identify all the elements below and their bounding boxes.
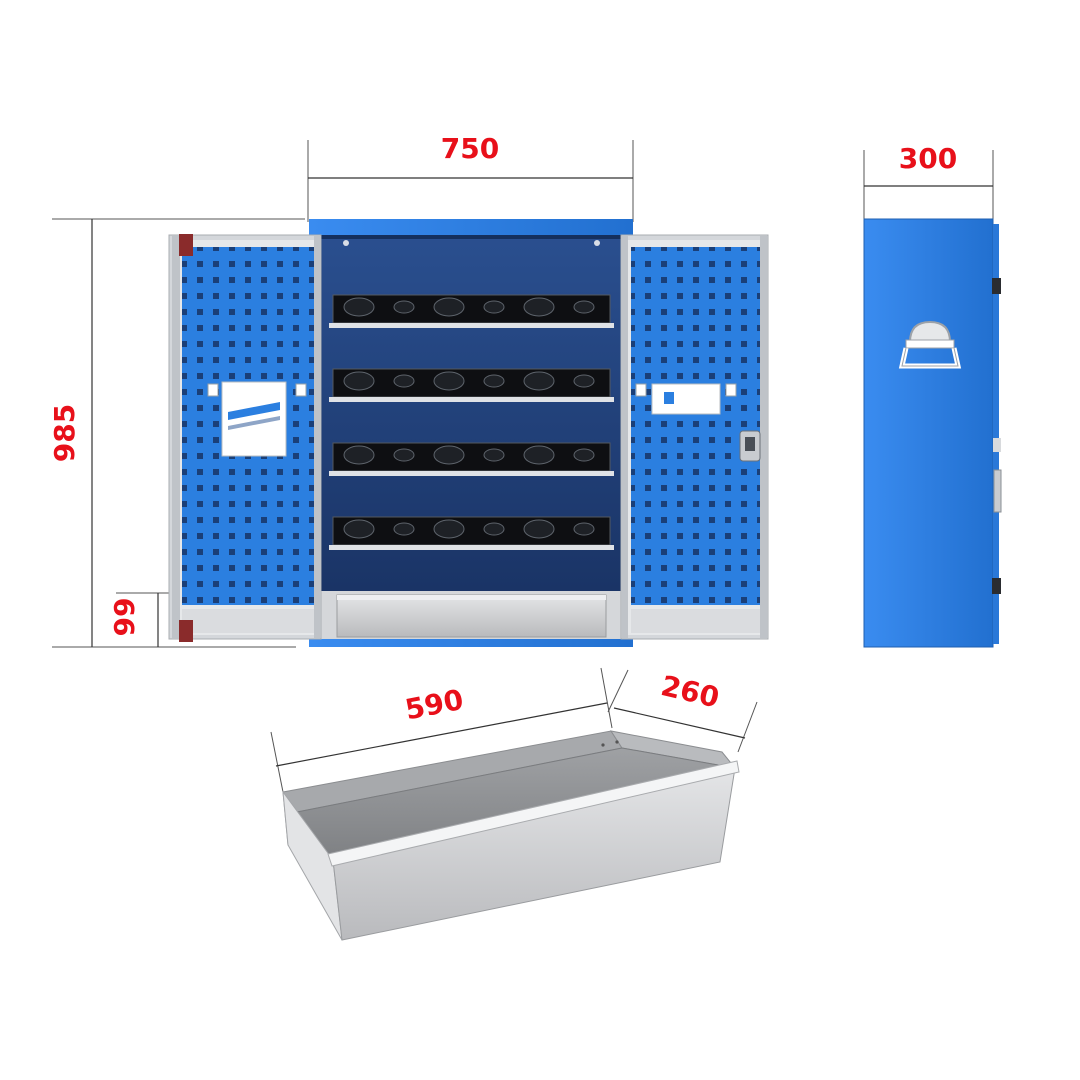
tool-holder: [573, 448, 595, 462]
tool-holder: [393, 522, 415, 536]
tool-tray-right: [651, 383, 721, 415]
depth-dimension: 300: [863, 142, 994, 222]
height-dimension: 985: [48, 218, 305, 648]
left-door: [168, 234, 322, 642]
cabinet-front-view: [168, 219, 769, 647]
cabinet-side-view: [863, 218, 1002, 648]
tool-holder: [343, 371, 375, 391]
tool-holder: [573, 374, 595, 388]
width-dimension: 750: [307, 132, 634, 222]
depth-label: 300: [899, 142, 957, 175]
shelf: [329, 442, 614, 476]
hinge-top-side: [992, 278, 1001, 294]
tool-holder: [523, 297, 555, 317]
tool-holder: [483, 374, 505, 388]
hinge-bottom-left: [179, 620, 193, 642]
tool-holder: [573, 300, 595, 314]
side-panel: [863, 218, 994, 648]
hinge-top-left: [179, 234, 193, 256]
plinth-label: 99: [108, 598, 141, 637]
drawer-width-label: 590: [402, 683, 466, 727]
tool-holder: [343, 445, 375, 465]
tool-holder: [393, 300, 415, 314]
tool-holder: [343, 297, 375, 317]
tool-holder: [393, 448, 415, 462]
tool-holder: [433, 445, 465, 465]
hinge-bottom-side: [992, 578, 1001, 594]
shelf: [329, 516, 614, 550]
side-lock: [993, 469, 1002, 513]
drawer-depth-label: 260: [658, 669, 722, 714]
tool-holder: [483, 522, 505, 536]
handle-icon: [898, 320, 962, 369]
tool-holder: [523, 519, 555, 539]
right-door: [620, 234, 769, 640]
tool-holder: [433, 297, 465, 317]
tool-holder: [523, 371, 555, 391]
tool-holder: [483, 300, 505, 314]
width-label: 750: [441, 132, 499, 165]
plinth-dimension: 99: [108, 592, 176, 647]
height-label: 985: [48, 404, 81, 462]
shelf: [329, 294, 614, 328]
tool-holder: [433, 371, 465, 391]
tool-holder: [343, 519, 375, 539]
tool-holder: [483, 448, 505, 462]
tool-holder-shelves: [329, 294, 614, 550]
tool-holder: [523, 445, 555, 465]
drawer-3d-view: [282, 730, 740, 941]
shelf: [329, 368, 614, 402]
tool-holder: [393, 374, 415, 388]
tool-holder: [433, 519, 465, 539]
tool-holder: [573, 522, 595, 536]
